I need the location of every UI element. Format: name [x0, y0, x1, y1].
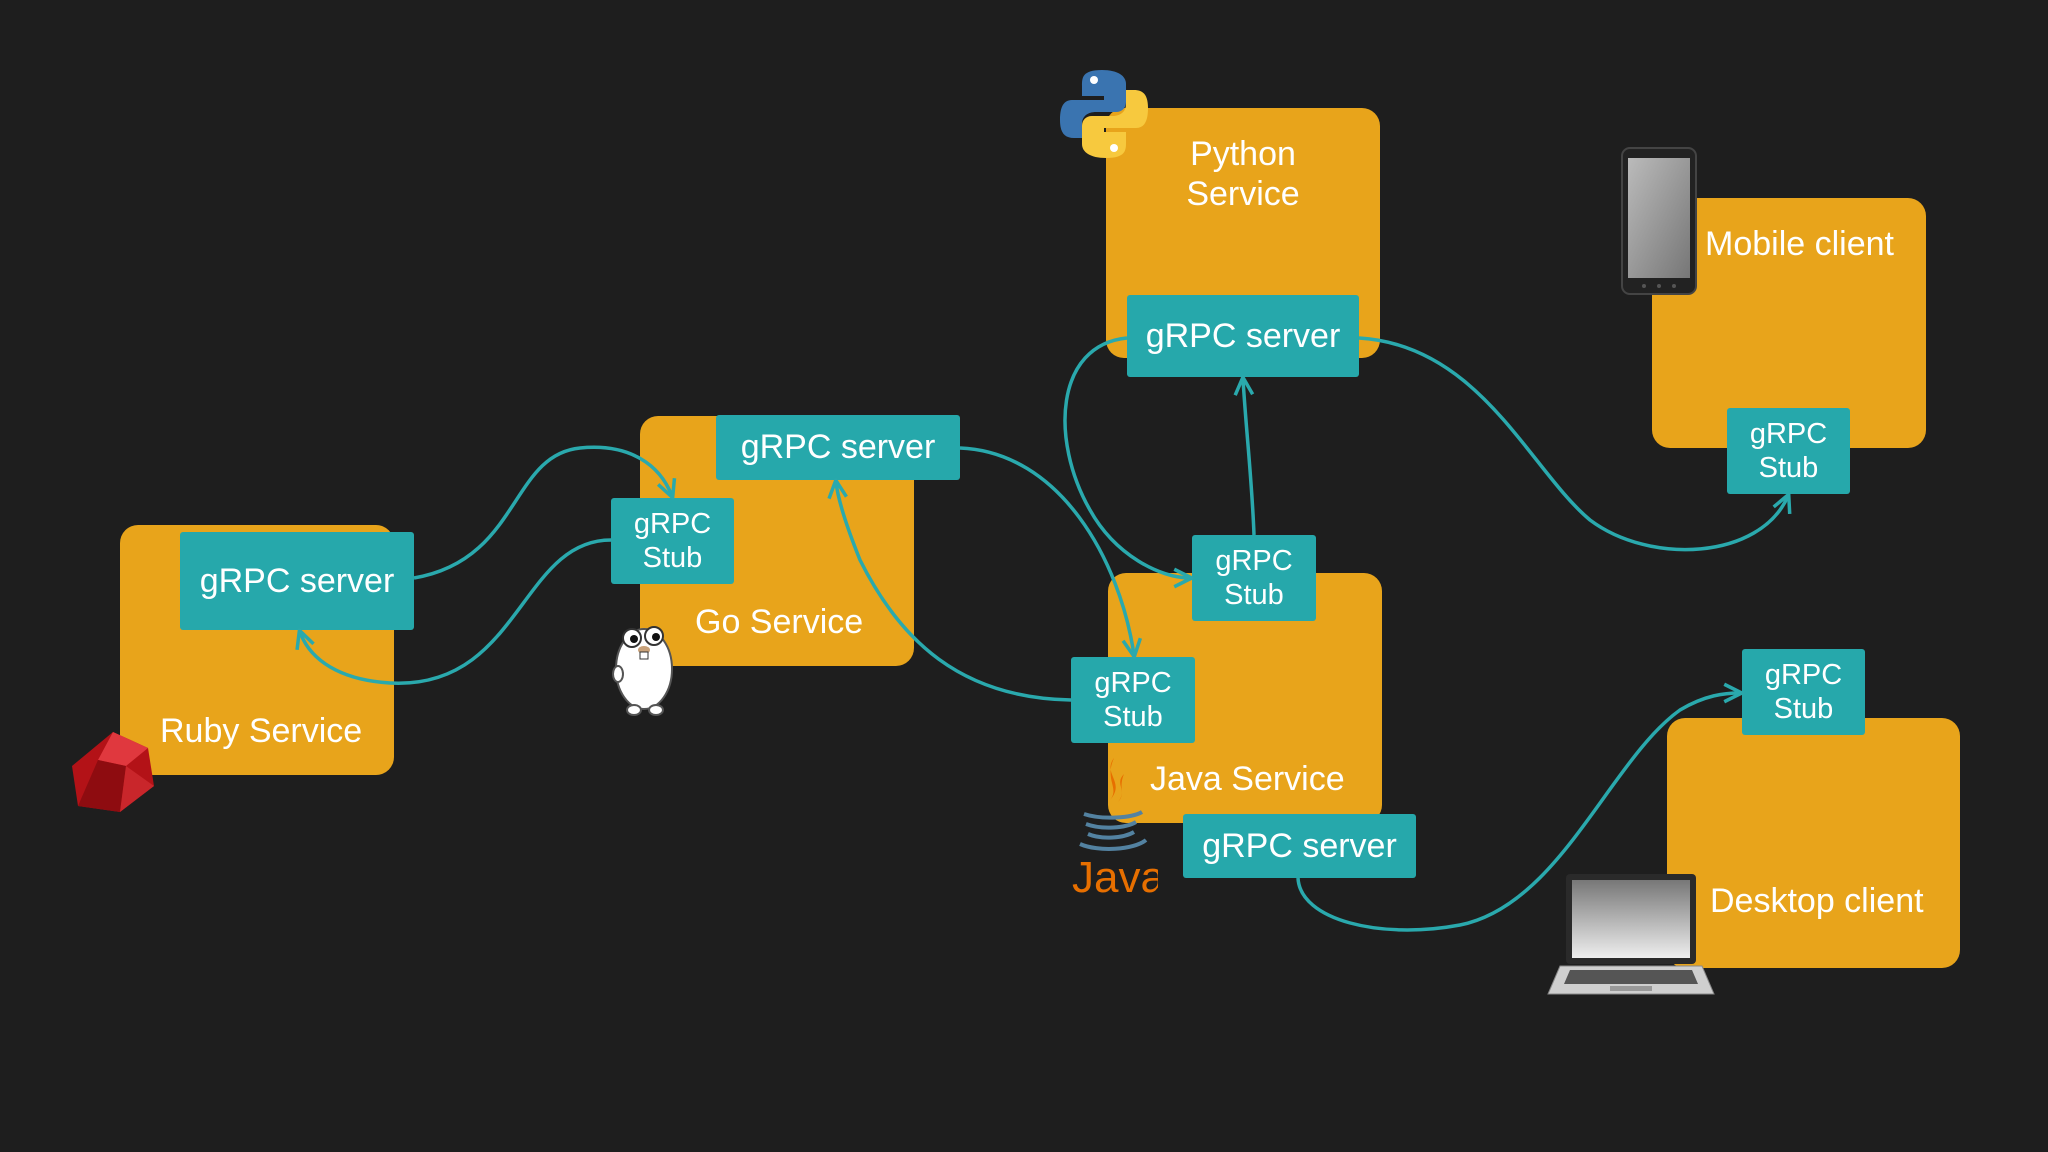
java-stub-left-line1: gRPC [1094, 667, 1172, 699]
edge-go-stub-to-ruby-server [300, 538, 612, 685]
laptop-icon [1547, 874, 1715, 995]
mobile-grpc-stub: gRPC Stub [1727, 408, 1850, 494]
java-stub-top-line2: Stub [1224, 579, 1284, 611]
go-grpc-stub: gRPC Stub [611, 498, 734, 584]
mobile-stub-line2: Stub [1758, 452, 1819, 484]
java-grpc-server: gRPC server [1183, 814, 1416, 878]
go-stub-line2: Stub [642, 542, 703, 574]
java-stub-top-line1: gRPC [1215, 545, 1293, 577]
python-label-line1: Python [1190, 135, 1296, 173]
python-service-label: Python Service [1106, 134, 1380, 214]
python-grpc-server: gRPC server [1127, 295, 1359, 377]
mobile-stub-line1: gRPC [1749, 418, 1828, 450]
python-label-line2: Service [1186, 175, 1300, 213]
go-service-label: Go Service [695, 603, 864, 641]
desktop-client-box [1667, 718, 1960, 968]
smartphone-icon [1621, 147, 1697, 295]
java-grpc-stub-top: gRPC Stub [1192, 535, 1316, 621]
desktop-client-label: Desktop client [1710, 882, 1924, 920]
java-logo-text: Java [1072, 853, 1158, 902]
go-gopher-icon [612, 626, 673, 716]
ruby-grpc-server: gRPC server [180, 532, 414, 630]
mobile-client-label: Mobile client [1705, 225, 1894, 263]
edge-python-server-to-mobile-stub [1358, 336, 1788, 552]
desktop-stub-line1: gRPC [1764, 659, 1843, 691]
edge-java-stub-left-to-go-server [836, 482, 1072, 702]
edge-java-server-to-desktop-stub [1296, 693, 1740, 932]
mobile-client-box [1652, 198, 1926, 448]
python-logo-icon [1060, 70, 1148, 158]
desktop-stub-line2: Stub [1773, 693, 1834, 725]
java-stub-left-line2: Stub [1103, 701, 1163, 733]
ruby-service-label: Ruby Service [160, 712, 363, 750]
go-stub-line1: gRPC [633, 508, 712, 540]
desktop-grpc-stub: gRPC Stub [1742, 649, 1865, 735]
edge-java-stub-top-to-python-server [1243, 379, 1256, 536]
ruby-gem-icon [72, 732, 154, 812]
java-logo-icon: Java [1072, 758, 1158, 902]
java-grpc-stub-left: gRPC Stub [1071, 657, 1195, 743]
edge-python-server-to-java-stub-top [1063, 336, 1190, 578]
edge-go-server-to-java-stub-left [959, 446, 1134, 655]
go-grpc-server: gRPC server [716, 415, 960, 480]
java-service-label: Java Service [1150, 760, 1345, 798]
edge-ruby-server-to-go-stub [413, 445, 672, 580]
